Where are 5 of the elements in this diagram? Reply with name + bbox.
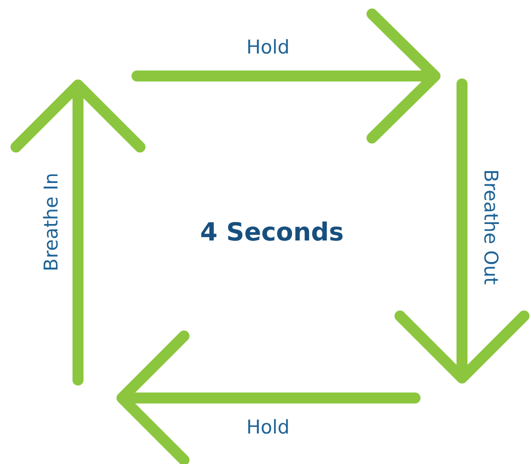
step-label: Breathe Out — [480, 169, 500, 285]
step-label: Hold — [246, 418, 290, 438]
step-label: Hold — [246, 38, 290, 58]
step-label: Breathe In — [42, 172, 62, 272]
duration-label: 4 Seconds — [200, 220, 344, 244]
